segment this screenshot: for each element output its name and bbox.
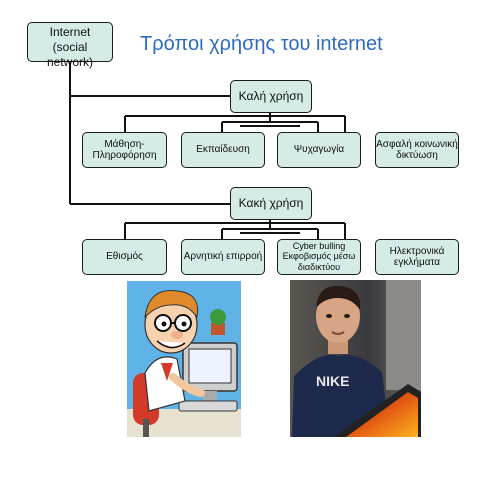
node-good-use-label: Καλή χρήση xyxy=(238,88,304,103)
node-cyberbullying-label: Cyber bulling Εκφοβισμός μέσω διαδικτύου xyxy=(282,241,356,272)
node-entertainment-label: Ψυχαγωγία xyxy=(293,144,345,156)
node-entertainment: Ψυχαγωγία xyxy=(277,132,361,168)
root-node-internet: Internet (social network) xyxy=(27,22,113,69)
node-learning: Μάθηση-Πληροφόρηση xyxy=(82,132,167,168)
diagram-title: Τρόποι χρήσης του internet xyxy=(140,33,383,55)
node-safe-social-networking-label: Ασφαλή κοινωνική δικτύωση xyxy=(376,138,458,162)
svg-text:NIKE: NIKE xyxy=(316,373,349,389)
root-label-line1: Internet xyxy=(49,25,91,39)
cartoon-computer-user-image xyxy=(127,281,241,437)
node-addiction: Εθισμός xyxy=(82,239,167,275)
node-learning-label: Μάθηση-Πληροφόρηση xyxy=(92,138,157,162)
node-education: Εκπαίδευση xyxy=(181,132,265,168)
node-negative-influence: Αρνητική επιρροή xyxy=(181,239,265,275)
node-cyberbullying: Cyber bulling Εκφοβισμός μέσω διαδικτύου xyxy=(277,239,361,275)
node-safe-social-networking: Ασφαλή κοινωνική δικτύωση xyxy=(375,132,459,168)
root-label-line2: (social network) xyxy=(46,40,93,69)
node-education-label: Εκπαίδευση xyxy=(196,144,250,156)
node-good-use: Καλή χρήση xyxy=(230,80,312,113)
node-bad-use: Κακή χρήση xyxy=(230,187,312,220)
node-cybercrime-label: Ηλεκτρονικά εγκλήματα xyxy=(389,245,445,269)
boy-at-computer-photo: NIKE xyxy=(290,280,421,437)
node-cybercrime: Ηλεκτρονικά εγκλήματα xyxy=(375,239,459,275)
node-bad-use-label: Κακή χρήση xyxy=(238,195,304,210)
node-addiction-label: Εθισμός xyxy=(106,251,143,263)
node-negative-influence-label: Αρνητική επιρροή xyxy=(183,251,263,263)
